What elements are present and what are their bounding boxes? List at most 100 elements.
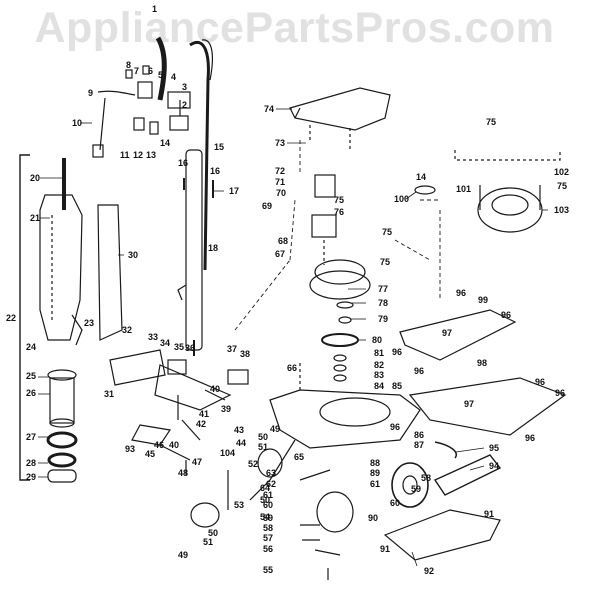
label-part-96d: 96 [414, 366, 424, 376]
label-part-60b: 60 [390, 498, 400, 508]
label-part-25: 25 [26, 371, 36, 381]
label-part-97: 97 [442, 328, 452, 338]
label-part-44: 44 [236, 438, 246, 448]
label-part-15: 15 [214, 142, 224, 152]
label-part-50: 50 [258, 432, 268, 442]
label-part-51: 51 [258, 442, 268, 452]
label-part-1: 1 [152, 4, 157, 14]
label-part-6: 6 [148, 66, 153, 76]
label-part-38: 38 [240, 349, 250, 359]
label-part-69: 69 [262, 201, 272, 211]
label-part-49: 49 [178, 550, 188, 560]
wheel-part-50 [257, 448, 283, 478]
label-part-46: 46 [154, 440, 164, 450]
label-part-23: 23 [84, 318, 94, 328]
label-part-39: 39 [221, 404, 231, 414]
label-part-96e: 96 [535, 377, 545, 387]
label-part-50c: 50 [260, 495, 270, 505]
label-part-14b: 14 [416, 172, 426, 182]
label-part-82: 82 [374, 360, 384, 370]
label-part-97b: 97 [464, 399, 474, 409]
label-part-59b: 59 [411, 484, 421, 494]
label-part-103: 103 [554, 205, 569, 215]
label-part-66: 66 [287, 363, 297, 373]
label-part-60: 60 [263, 500, 273, 510]
label-part-30: 30 [128, 250, 138, 260]
label-part-88: 88 [370, 458, 380, 468]
label-part-47: 47 [192, 457, 202, 467]
label-part-57: 57 [263, 533, 273, 543]
label-part-9: 9 [88, 88, 93, 98]
watermark: AppliancePartsPros.com [34, 4, 555, 52]
label-part-68: 68 [278, 236, 288, 246]
label-part-29: 29 [26, 472, 36, 482]
label-part-55: 55 [263, 565, 273, 575]
ring-part-28 [47, 452, 77, 468]
label-part-5: 5 [158, 70, 163, 80]
agitator-part-94 [433, 454, 502, 496]
label-part-73: 73 [275, 138, 285, 148]
label-part-91: 91 [484, 509, 494, 519]
label-part-86: 86 [414, 430, 424, 440]
pad-part-29 [47, 469, 77, 483]
label-part-24: 24 [26, 342, 36, 352]
motor-housing-part-77 [309, 270, 371, 300]
label-part-71: 71 [275, 177, 285, 187]
label-part-101: 101 [456, 184, 471, 194]
nozzle-plate-part-92 [383, 509, 501, 561]
label-part-10: 10 [72, 118, 82, 128]
label-part-8: 8 [126, 60, 131, 70]
label-part-75e: 75 [557, 181, 567, 191]
label-part-104: 104 [220, 448, 235, 458]
label-part-35: 35 [174, 342, 184, 352]
label-part-99: 99 [478, 295, 488, 305]
ring-part-27 [46, 431, 78, 449]
label-part-62: 62 [266, 479, 276, 489]
label-part-18: 18 [208, 243, 218, 253]
label-part-63: 63 [266, 468, 276, 478]
part-93-45 [131, 424, 172, 446]
label-part-42: 42 [196, 419, 206, 429]
label-part-48: 48 [178, 468, 188, 478]
label-part-37: 37 [227, 344, 237, 354]
label-part-79: 79 [378, 314, 388, 324]
label-part-90: 90 [368, 513, 378, 523]
label-part-96h: 96 [525, 433, 535, 443]
label-part-75: 75 [486, 117, 496, 127]
label-part-74: 74 [264, 104, 274, 114]
label-part-52: 52 [248, 459, 258, 469]
belt-part-100 [414, 185, 436, 195]
label-part-49b: 49 [270, 424, 280, 434]
label-part-59: 59 [263, 513, 273, 523]
label-part-61: 61 [263, 490, 273, 500]
label-part-7: 7 [134, 66, 139, 76]
label-part-21: 21 [30, 213, 40, 223]
label-part-33: 33 [148, 332, 158, 342]
label-part-32: 32 [122, 325, 132, 335]
label-part-77: 77 [378, 284, 388, 294]
handle-tube-part-15 [189, 41, 210, 271]
label-part-91b: 91 [380, 544, 390, 554]
label-part-87: 87 [414, 440, 424, 450]
belt-part-95 [434, 441, 457, 459]
label-part-53: 53 [234, 500, 244, 510]
label-part-34: 34 [160, 338, 170, 348]
bumper-part-99 [399, 309, 517, 361]
label-part-83: 83 [374, 370, 384, 380]
label-part-80: 80 [372, 335, 382, 345]
label-part-40b: 40 [169, 440, 179, 450]
inner-bag-part-30 [97, 204, 123, 341]
label-part-27: 27 [26, 432, 36, 442]
label-part-16b: 16 [210, 166, 220, 176]
base-housing-part-85 [269, 389, 421, 449]
label-part-65: 65 [294, 452, 304, 462]
label-part-36: 36 [185, 343, 195, 353]
label-part-22: 22 [6, 313, 16, 323]
wheel-part-90 [391, 462, 429, 508]
label-part-75b: 75 [334, 195, 344, 205]
label-part-56: 56 [263, 544, 273, 554]
label-part-43: 43 [234, 425, 244, 435]
label-part-11: 11 [120, 150, 130, 160]
label-part-14: 14 [160, 138, 170, 148]
